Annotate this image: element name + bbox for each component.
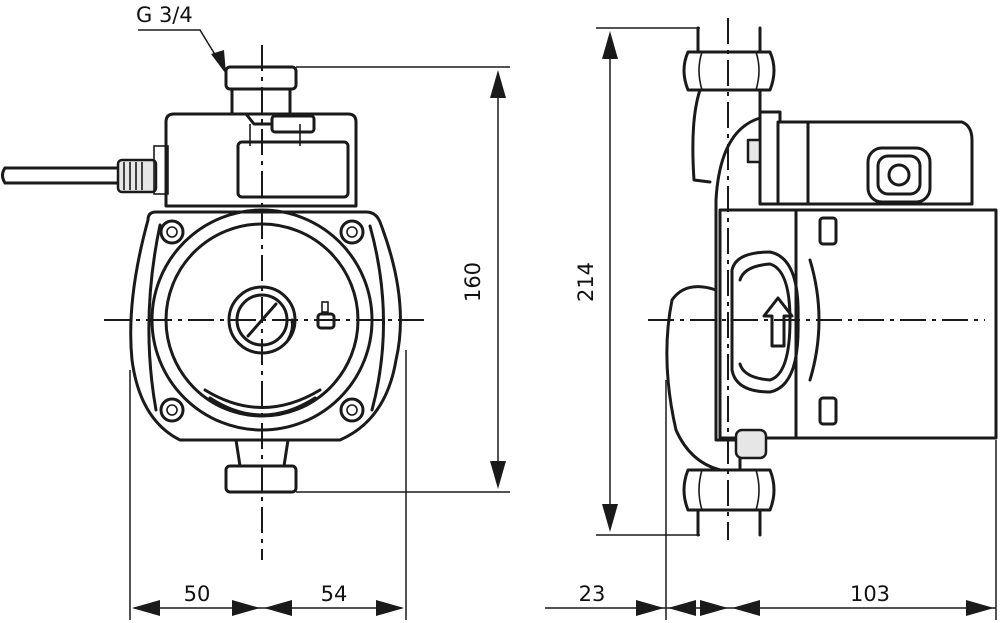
dimension-160: 160 [296,66,510,493]
flow-arrow-icon [762,296,794,348]
motor-body [718,208,998,440]
power-cable [1,166,122,185]
clip-top [818,216,838,246]
side-view [648,18,998,540]
dimension-side-width: 23 103 [545,380,997,620]
clip-bottom [818,396,838,426]
screw-top-right [339,219,365,245]
thread-callout: G 3/4 [136,3,226,74]
dim-front-left-width: 50 [184,582,211,606]
dim-side-left-offset: 23 [579,582,606,606]
screw-top-left [159,219,185,245]
screw-bottom-right [339,397,365,423]
dim-front-height: 160 [461,262,485,302]
screw-bottom-left [159,397,185,423]
dimension-214: 214 [574,27,700,536]
dim-front-right-width: 54 [321,582,348,606]
front-view [1,45,425,560]
dim-side-height: 214 [574,262,598,302]
dimension-front-width: 50 54 [129,350,407,620]
cable-gland [116,158,158,194]
dim-side-depth: 103 [850,582,890,606]
thread-label: G 3/4 [136,3,193,27]
